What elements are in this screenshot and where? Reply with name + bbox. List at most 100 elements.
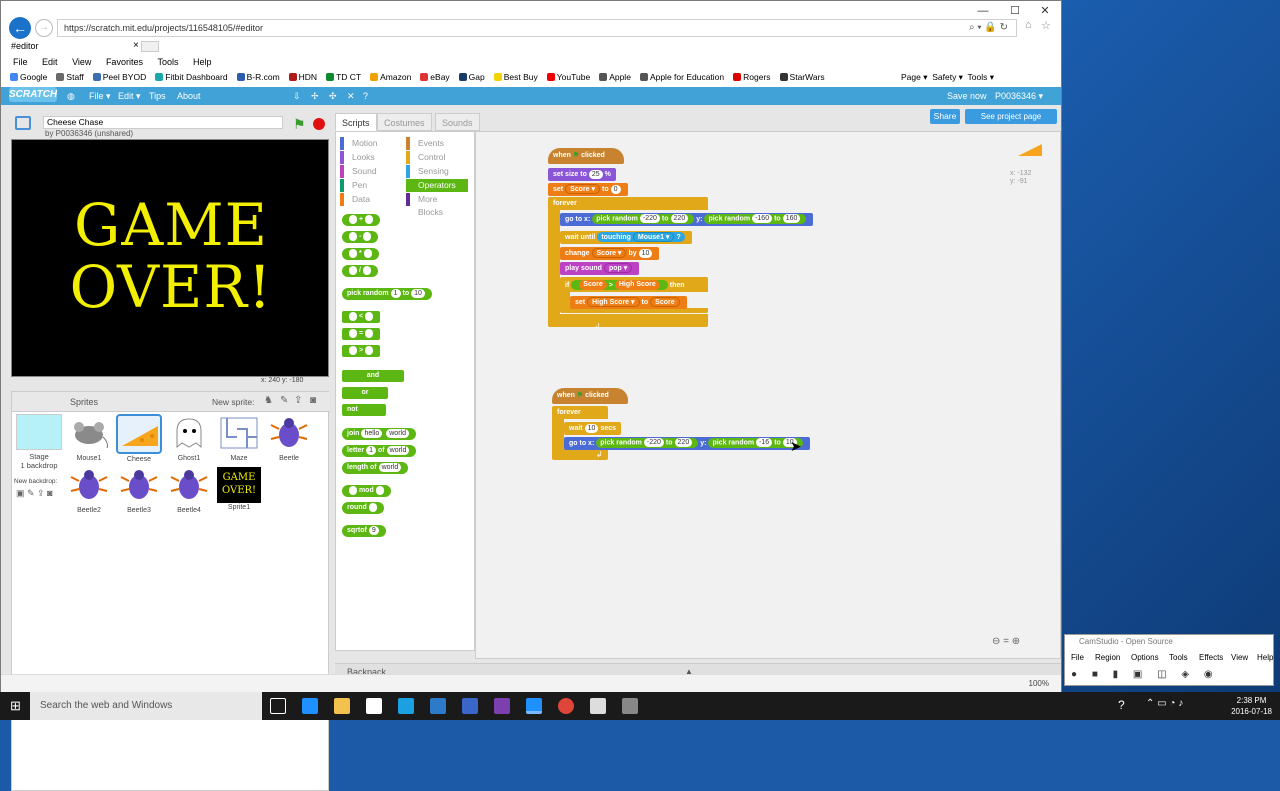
scratch-about[interactable]: About bbox=[177, 91, 201, 101]
score-reporter[interactable]: Score bbox=[579, 280, 607, 291]
share-button[interactable]: Share bbox=[930, 109, 960, 124]
favorite-link[interactable]: Best Buy bbox=[493, 70, 538, 84]
scratch-file-menu[interactable]: File ▾ bbox=[89, 91, 111, 101]
block-subtract[interactable]: - bbox=[342, 231, 379, 243]
cam-menu-help[interactable]: Help bbox=[1257, 653, 1274, 662]
category-motion[interactable]: Motion bbox=[340, 137, 398, 150]
tab-scripts[interactable]: Scripts bbox=[335, 113, 377, 131]
favorite-link[interactable]: Fitbit Dashboard bbox=[155, 70, 228, 84]
letter-n[interactable]: 1 bbox=[366, 446, 377, 455]
block-and[interactable]: and bbox=[342, 370, 404, 382]
page-menu[interactable]: Page ▾ bbox=[901, 72, 928, 82]
wait-value[interactable]: 10 bbox=[584, 423, 599, 433]
green-flag-icon[interactable]: ⚑ bbox=[293, 116, 306, 132]
category-sound[interactable]: Sound bbox=[340, 165, 398, 178]
backdrop-tools[interactable]: ▣ ✎ ⇪ ◙ bbox=[16, 488, 53, 498]
x-hi[interactable]: 220 bbox=[674, 438, 693, 448]
sprite-maze[interactable]: Maze bbox=[216, 414, 262, 462]
favorite-link[interactable]: Apple bbox=[599, 70, 631, 84]
calculator-icon[interactable] bbox=[590, 698, 606, 714]
favorite-link[interactable]: Apple for Education bbox=[639, 70, 724, 84]
favorite-link[interactable]: Gap bbox=[458, 70, 485, 84]
block-round[interactable]: round bbox=[342, 502, 384, 514]
block-greater-than[interactable]: > bbox=[342, 345, 380, 357]
category-pen[interactable]: Pen bbox=[340, 179, 398, 192]
address-icons[interactable]: ⌕ ▾ 🔒 ↻ bbox=[969, 22, 1008, 33]
zoom-level[interactable]: 100% bbox=[1028, 679, 1049, 688]
app-icon[interactable] bbox=[398, 698, 414, 714]
taskbar-search[interactable]: Search the web and Windows bbox=[30, 692, 262, 720]
camera-icon[interactable]: ◙ bbox=[310, 395, 317, 406]
block-mod[interactable]: mod bbox=[342, 485, 391, 497]
cam-menu-options[interactable]: Options bbox=[1131, 653, 1159, 662]
y-hi[interactable]: 10 bbox=[782, 438, 797, 448]
maximize-button[interactable]: ☐ bbox=[1010, 5, 1020, 17]
camstudio-toolbar[interactable]: ● ■ ▮ ▣ ◫ ◈ ◉ bbox=[1071, 669, 1219, 680]
sprite-cheese[interactable]: Cheese bbox=[116, 414, 162, 463]
y-lo[interactable]: -160 bbox=[752, 214, 773, 224]
size-value[interactable]: 25 bbox=[588, 169, 603, 179]
menu-file[interactable]: File bbox=[13, 57, 28, 67]
favorite-link[interactable]: Rogers bbox=[733, 70, 771, 84]
file-explorer-icon[interactable] bbox=[334, 698, 350, 714]
app-icon[interactable] bbox=[494, 698, 510, 714]
windows-start-icon[interactable]: ⊞ bbox=[10, 698, 21, 713]
high-score-reporter[interactable]: High Score bbox=[614, 280, 660, 291]
globe-icon[interactable]: ◍ bbox=[67, 91, 75, 101]
rand-hi[interactable]: 10 bbox=[411, 289, 425, 298]
x-hi[interactable]: 220 bbox=[670, 214, 689, 224]
menu-favorites[interactable]: Favorites bbox=[105, 57, 143, 67]
home-icon[interactable]: ⌂ bbox=[1025, 19, 1032, 31]
task-view-icon[interactable] bbox=[270, 698, 286, 714]
category-events[interactable]: Events bbox=[406, 137, 464, 150]
score-init[interactable]: 0 bbox=[610, 184, 621, 194]
favorite-link[interactable]: Peel BYOD bbox=[92, 70, 146, 84]
paint-sprite-icon[interactable]: ♞ bbox=[264, 395, 273, 406]
sprite-beetle[interactable]: Beetle bbox=[266, 414, 312, 462]
length-world[interactable]: world bbox=[378, 463, 402, 472]
block-divide[interactable]: / bbox=[342, 265, 378, 277]
address-bar[interactable]: https://scratch.mit.edu/projects/1165481… bbox=[57, 19, 1017, 37]
see-project-page-button[interactable]: See project page bbox=[965, 109, 1057, 124]
block-not[interactable]: not bbox=[342, 404, 386, 416]
score-reporter[interactable]: Score bbox=[650, 297, 680, 308]
delete-icon[interactable]: ✢ bbox=[311, 91, 319, 101]
cam-menu-tools[interactable]: Tools bbox=[1169, 653, 1188, 662]
cam-menu-view[interactable]: View bbox=[1231, 653, 1249, 662]
y-hi[interactable]: 160 bbox=[782, 214, 801, 224]
sprite-sprite1[interactable]: GAME OVER! Sprite1 bbox=[216, 466, 262, 511]
help-icon[interactable]: ? bbox=[1118, 698, 1125, 712]
favorite-link[interactable]: TD CT bbox=[326, 70, 361, 84]
score-dropdown[interactable]: Score ▾ bbox=[591, 248, 627, 259]
minimize-button[interactable]: — bbox=[977, 5, 989, 17]
scratch-edit-menu[interactable]: Edit ▾ bbox=[118, 91, 141, 101]
block-multiply[interactable]: * bbox=[342, 248, 379, 260]
join-world[interactable]: world bbox=[386, 429, 409, 438]
taskbar-clock[interactable]: 2:38 PM 2016-07-18 bbox=[1231, 695, 1272, 717]
rand-lo[interactable]: 1 bbox=[390, 289, 401, 298]
x-lo[interactable]: -220 bbox=[643, 438, 664, 448]
sprite-ghost1[interactable]: Ghost1 bbox=[166, 414, 212, 462]
sprite-beetle4[interactable]: Beetle4 bbox=[166, 466, 212, 514]
scripts-area[interactable]: x: -132 y: -91 when ⚑ clicked set size t… bbox=[475, 131, 1061, 659]
block-or[interactable]: or bbox=[342, 387, 388, 399]
cam-menu-region[interactable]: Region bbox=[1095, 653, 1121, 662]
stage-thumbnail[interactable] bbox=[16, 414, 62, 450]
tray-icons[interactable]: ⌃ ▭ ◔ ♪ bbox=[1146, 698, 1184, 709]
pop-dropdown[interactable]: pop ▾ bbox=[603, 263, 633, 274]
sqrt-n[interactable]: 9 bbox=[368, 526, 379, 535]
sprite-mouse1[interactable]: Mouse1 bbox=[66, 414, 112, 462]
menu-edit[interactable]: Edit bbox=[42, 57, 58, 67]
category-more-blocks[interactable]: More Blocks bbox=[406, 193, 464, 217]
help-icon[interactable]: ? bbox=[363, 91, 369, 101]
grow-icon[interactable]: ✣ bbox=[329, 91, 337, 101]
scratch-tips[interactable]: Tips bbox=[149, 91, 166, 101]
